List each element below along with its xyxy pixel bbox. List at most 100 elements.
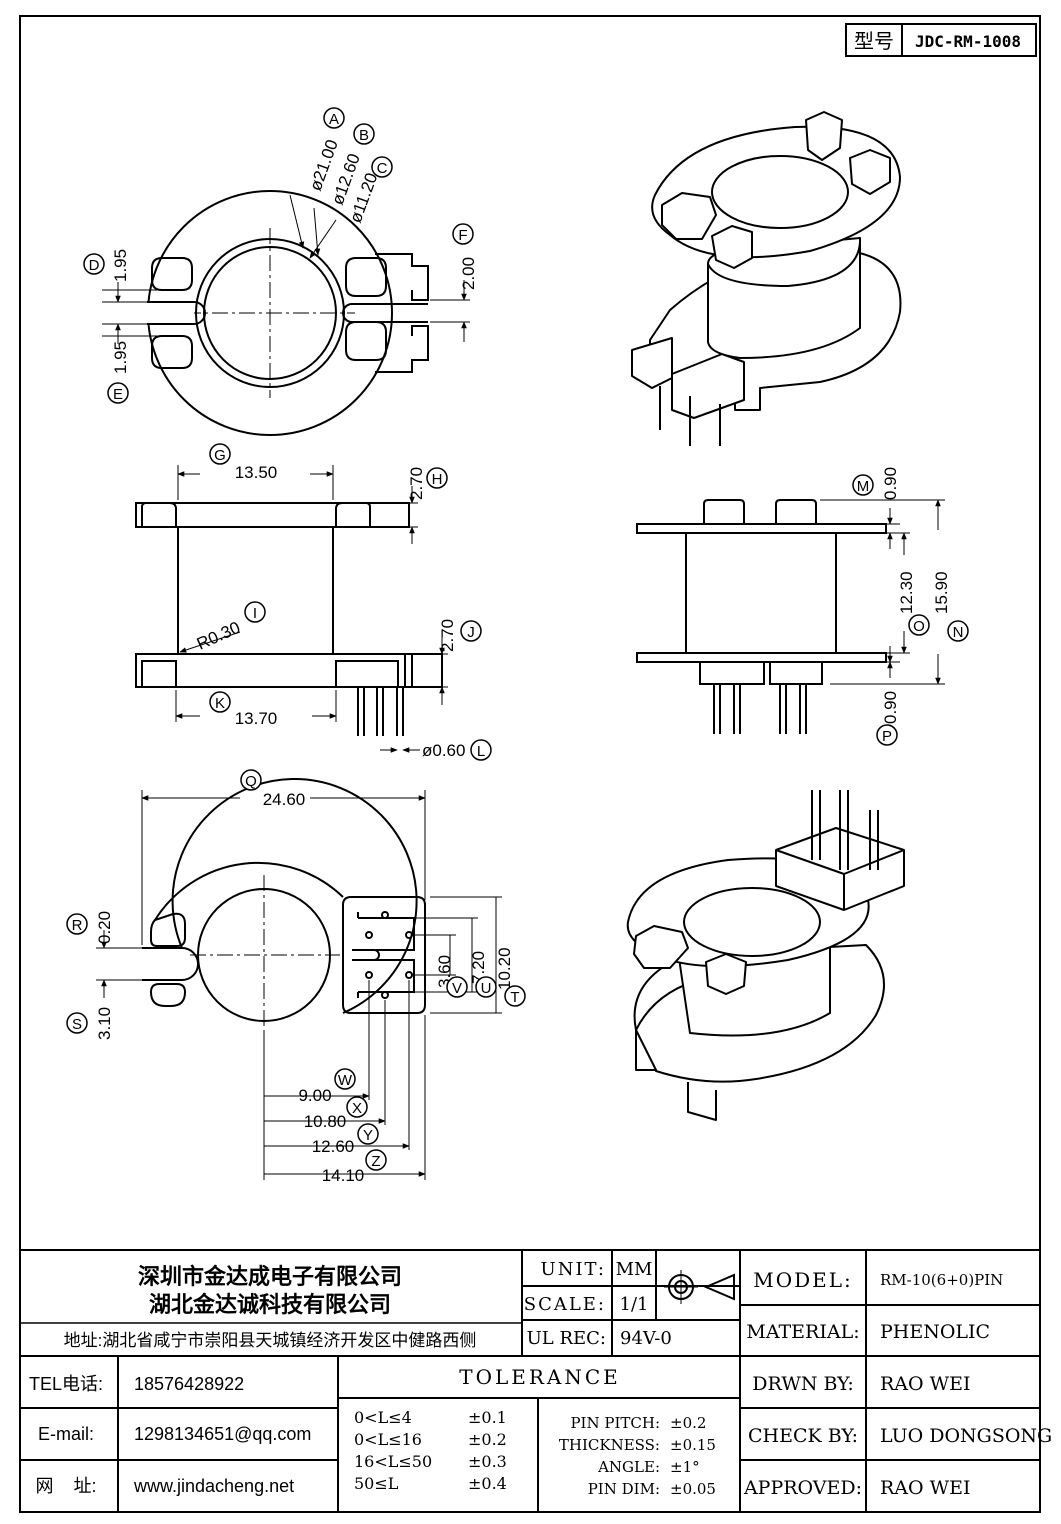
tol-range-1: 0<L≤4 [354,1408,412,1427]
dim-p: 0.90 P [876,691,900,746]
tel-label: TEL电话: [29,1374,103,1394]
dim-i-value: R0.30 [194,618,243,654]
title-block-text: 深圳市金达成电子有限公司 湖北金达诚科技有限公司 地址:湖北省咸宁市崇阳县天城镇… [29,1259,1052,1499]
tol-range-2: 0<L≤16 [354,1430,422,1449]
dim-p-letter: P [882,728,892,745]
approved-value: RAO WEI [880,1477,971,1499]
dim-i: R0.30 I [194,601,266,654]
dim-f-value: 2.00 [459,257,478,290]
front-view-dims [175,465,448,753]
angle-label: ANGLE: [597,1458,660,1476]
dim-w-letter: W [338,1072,353,1089]
model-box-label: 型号 [854,30,894,53]
tol-range-3: 16<L≤50 [354,1452,432,1471]
dim-m: 0.90 M [852,467,900,500]
dim-u-letter: U [481,980,492,997]
dim-e-value: 1.95 [111,341,130,374]
material-label: MATERIAL: [746,1321,859,1343]
bottom-view-dims [96,790,502,1180]
dim-n-letter: N [953,624,964,641]
dim-l: ø0.60 L [422,739,492,761]
dim-v: 3.60 V [435,955,468,998]
dim-a-letter: A [329,111,339,128]
dim-d: 1.95 D [83,249,130,282]
scale-label: SCALE: [524,1294,606,1315]
dim-t-value: 10.20 [495,947,514,990]
model-box-value: JDC-RM-1008 [915,32,1021,51]
front-view [135,502,443,736]
ul-label: UL REC: [527,1328,606,1349]
dim-l-value: ø0.60 [422,741,465,760]
side-view [636,499,887,734]
dim-x-value: 10.80 [304,1112,347,1131]
dim-g-value: 13.50 [235,463,278,482]
dim-j: 2.70 J [438,619,482,652]
tol-value-4: ±0.4 [468,1474,507,1493]
model-value: RM-10(6+0)PIN [880,1271,1003,1289]
dim-r-letter: R [72,917,83,934]
dim-q-value: 24.60 [263,790,306,809]
dim-d-value: 1.95 [111,249,130,282]
tel-value: 18576428922 [134,1374,244,1394]
dim-n: 15.90 N [932,571,969,642]
dim-z: 14.10 Z [322,1149,387,1185]
ul-value: 94V-0 [620,1328,672,1349]
dim-p-value: 0.90 [881,691,900,724]
dim-z-value: 14.10 [322,1166,365,1185]
model-number-box: 型号 JDC-RM-1008 [845,23,1037,57]
drawn-value: RAO WEI [880,1373,971,1395]
unit-label: UNIT: [541,1259,606,1280]
dim-i-letter: I [253,605,257,622]
dim-q-letter: Q [245,773,257,790]
dim-s-value: 3.10 [95,1007,114,1040]
iso-view-top [631,111,902,446]
dim-l-letter: L [477,743,485,760]
side-view-dims [820,499,945,685]
dim-u: 7.20 U [469,951,497,998]
dim-w-value: 9.00 [298,1086,331,1105]
dim-v-letter: V [452,980,462,997]
tol-value-3: ±0.3 [468,1452,507,1471]
top-view-dims [102,194,470,344]
dim-h-value: 2.70 [407,467,426,500]
dim-c-letter: C [377,160,388,177]
dim-b-letter: B [359,127,369,144]
dim-z-letter: Z [371,1153,380,1170]
dim-o-letter: O [913,618,925,635]
check-value: LUO DONGSONG [880,1425,1052,1447]
dim-s-letter: S [72,1016,82,1033]
email-label: E-mail: [38,1424,94,1444]
email-value: 1298134651@qq.com [134,1424,311,1444]
projection-symbol-icon [664,1270,735,1304]
dim-y-letter: Y [363,1127,373,1144]
thickness-value: ±0.15 [670,1436,716,1454]
dim-g: 13.50 G [209,443,278,482]
dim-n-value: 15.90 [932,571,951,614]
dim-d-letter: D [89,257,100,274]
scale-value: 1/1 [620,1294,649,1315]
dim-r: 0.20 R [66,911,114,944]
dim-q: 24.60 Q [240,769,306,809]
address: 地址:湖北省咸宁市崇阳县天城镇经济开发区中健路西侧 [64,1331,477,1350]
thickness-label: THICKNESS: [559,1436,660,1454]
dim-o: 12.30 O [897,571,930,636]
dim-k-letter: K [215,695,225,712]
dim-o-value: 12.30 [897,571,916,614]
bottom-view [142,778,426,1035]
web-label: 网 址: [35,1476,96,1496]
dim-t-letter: T [510,989,519,1006]
dim-t: 10.20 T [495,947,526,1007]
dim-e-letter: E [113,386,123,403]
dim-h-letter: H [432,471,443,488]
dimension-labels: ø21.00 A ø12.60 B ø11.20 C 1.95 D 1.95 E… [66,107,969,1185]
dim-f-letter: F [458,227,467,244]
dim-k: 13.70 K [209,691,277,728]
tolerance-title: TOLERANCE [459,1365,621,1389]
check-label: CHECK BY: [748,1425,858,1447]
unit-value: MM [616,1259,653,1280]
dim-x: 10.80 X [304,1096,368,1131]
dim-u-value: 7.20 [469,951,488,984]
dim-y-value: 12.60 [312,1137,355,1156]
title-block [19,1249,1041,1513]
company-name-1: 深圳市金达成电子有限公司 [138,1264,402,1289]
